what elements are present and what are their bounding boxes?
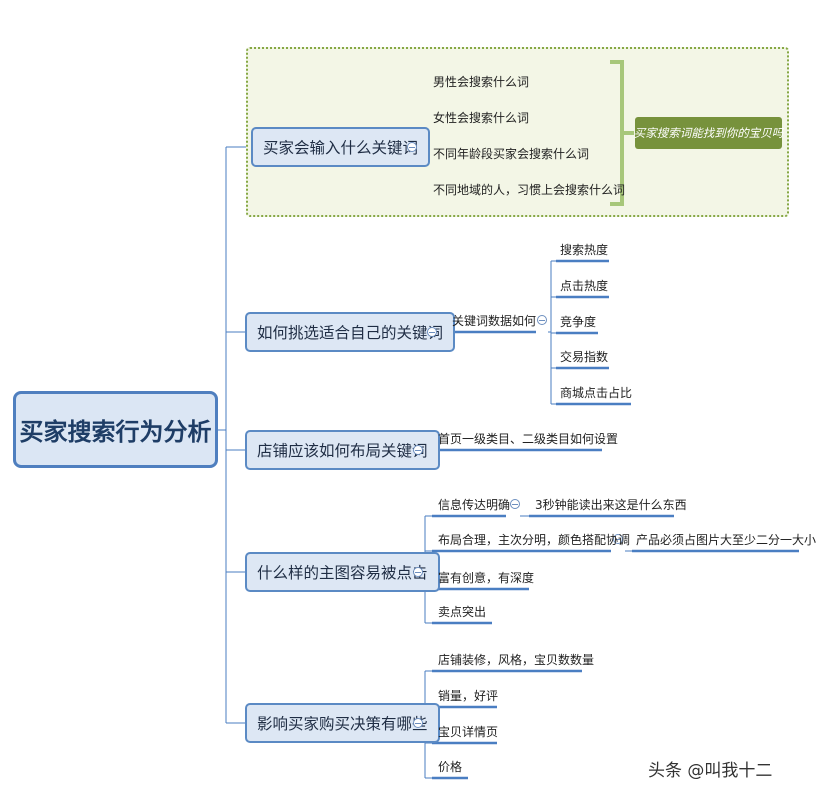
branch-topic-keywords-input[interactable]: 买家会输入什么关键词 bbox=[251, 127, 431, 167]
branch-topic-main-image[interactable]: 什么样的主图容易被点击 bbox=[245, 552, 440, 592]
leaf-topic[interactable]: 富有创意，有深度 bbox=[438, 571, 535, 585]
leaf-topic[interactable]: 信息传达明确 bbox=[438, 498, 511, 512]
branch-topic-purchase-factors[interactable]: 影响买家购买决策有哪些 bbox=[245, 703, 440, 743]
connector-root-trunk bbox=[218, 147, 227, 723]
leaf-topic[interactable]: 产品必须占图片大至少二分一大小 bbox=[636, 533, 817, 547]
leaf-topic[interactable]: 3秒钟能读出来这是什么东西 bbox=[535, 498, 687, 512]
leaf-topic[interactable]: 销量，好评 bbox=[438, 689, 499, 703]
collapse-toggle-icon[interactable] bbox=[413, 445, 423, 455]
collapse-toggle-icon[interactable] bbox=[510, 499, 520, 509]
collapse-toggle-icon[interactable] bbox=[613, 534, 623, 544]
leaf-topic[interactable]: 布局合理，主次分明，颜色搭配协调 bbox=[438, 533, 631, 547]
leaf-topic[interactable]: 价格 bbox=[438, 760, 463, 774]
collapse-toggle-icon[interactable] bbox=[407, 142, 417, 152]
watermark: 头条 @叫我十二 bbox=[648, 761, 773, 781]
root-topic[interactable]: 买家搜索行为分析 bbox=[13, 391, 218, 468]
collapse-toggle-icon[interactable] bbox=[413, 567, 423, 577]
collapse-toggle-icon[interactable] bbox=[413, 718, 423, 728]
leaf-topic[interactable]: 不同地域的人，习惯上会搜索什么词 bbox=[433, 183, 626, 197]
leaf-topic[interactable]: 关键词数据如何 bbox=[452, 314, 537, 328]
leaf-topic[interactable]: 女性会搜索什么词 bbox=[433, 111, 530, 125]
summary-bracket bbox=[610, 60, 634, 206]
leaf-topic[interactable]: 竞争度 bbox=[560, 315, 597, 329]
collapse-toggle-icon[interactable] bbox=[427, 327, 437, 337]
leaf-topic[interactable]: 男性会搜索什么词 bbox=[433, 75, 530, 89]
leaf-topic[interactable]: 卖点突出 bbox=[438, 605, 487, 619]
summary-label: 买家搜索词能找到你的宝贝吗 bbox=[634, 117, 783, 149]
leaf-topic[interactable]: 点击热度 bbox=[560, 279, 609, 293]
connector-b1-spine bbox=[548, 261, 552, 404]
leaf-topic[interactable]: 不同年龄段买家会搜索什么词 bbox=[433, 147, 590, 161]
leaf-topic[interactable]: 搜索热度 bbox=[560, 243, 609, 257]
leaf-topic[interactable]: 商城点击占比 bbox=[560, 386, 633, 400]
leaf-topic[interactable]: 宝贝详情页 bbox=[438, 725, 499, 739]
branch-topic-choose-keywords[interactable]: 如何挑选适合自己的关键词 bbox=[245, 312, 456, 352]
collapse-toggle-icon[interactable] bbox=[537, 315, 547, 325]
leaf-topic[interactable]: 首页一级类目、二级类目如何设置 bbox=[438, 432, 619, 446]
branch-topic-store-layout[interactable]: 店铺应该如何布局关键词 bbox=[245, 430, 440, 470]
leaf-topic[interactable]: 交易指数 bbox=[560, 350, 609, 364]
leaf-topic[interactable]: 店铺装修，风格，宝贝数数量 bbox=[438, 653, 595, 667]
